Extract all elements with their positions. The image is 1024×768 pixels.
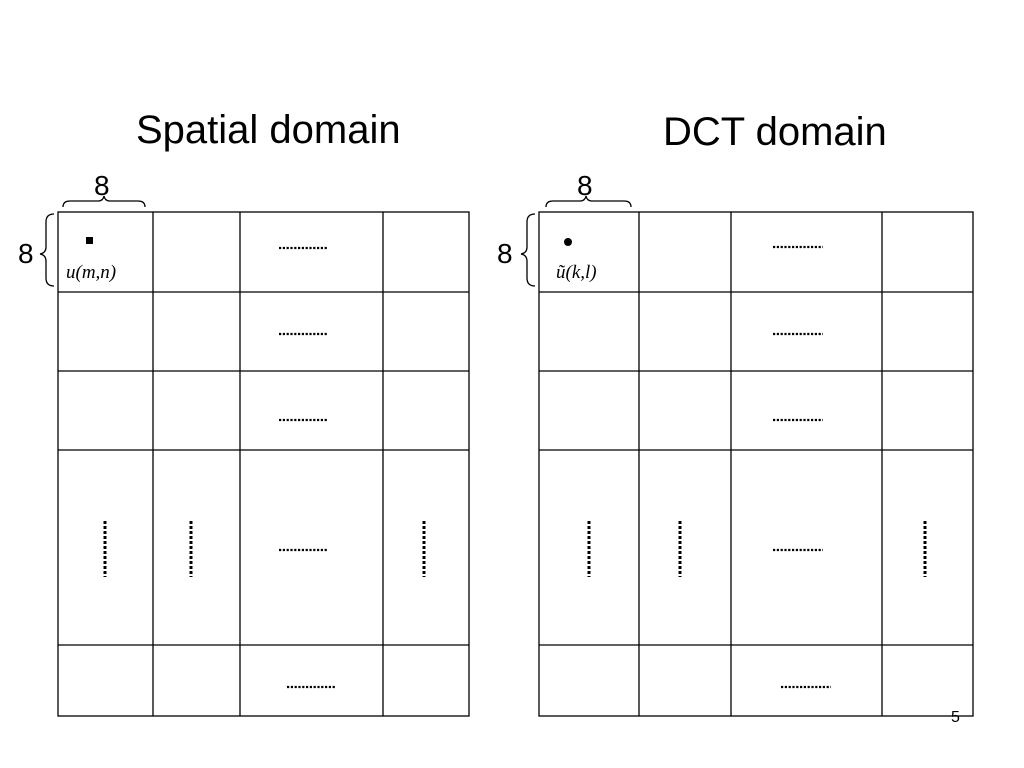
spatial-side-brace-label: 8: [18, 238, 34, 269]
spatial-domain-title: Spatial domain: [136, 108, 401, 152]
dct-side-brace-label: 8: [497, 238, 513, 269]
dct-domain-title: DCT domain: [663, 110, 887, 154]
spatial-cell-label: u(m,n): [66, 262, 117, 283]
dct-side-brace: [520, 213, 536, 287]
dot-marker: [564, 238, 572, 246]
dct-top-brace: [545, 195, 632, 208]
spatial-domain-grid: [57, 211, 470, 717]
spatial-top-brace-label: 8: [94, 170, 110, 201]
dct-domain-grid: [538, 211, 974, 717]
spatial-top-brace: [62, 195, 146, 208]
dct-cell-label: ũ(k,l): [556, 262, 597, 283]
page-number: 5: [951, 709, 960, 726]
square-marker: [86, 237, 93, 244]
spatial-side-brace: [39, 213, 55, 287]
dct-top-brace-label: 8: [577, 170, 593, 201]
